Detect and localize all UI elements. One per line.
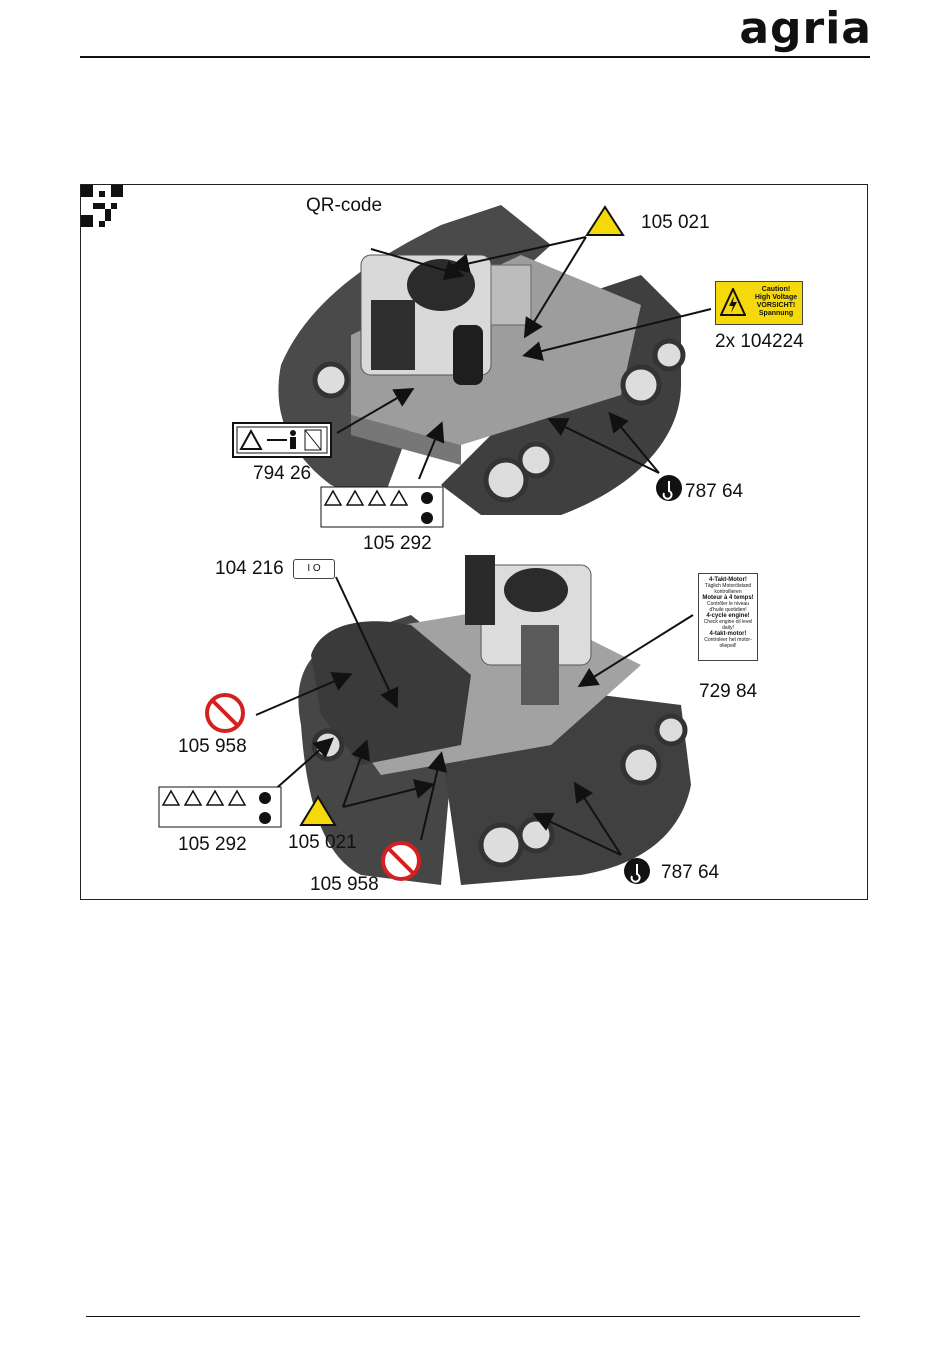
footer-rule bbox=[86, 1316, 860, 1317]
four-stroke-line-3: kontrollieren bbox=[714, 589, 742, 595]
four-stroke-line-9: daily! bbox=[722, 625, 734, 631]
caution-line-4: Spannung bbox=[758, 310, 794, 317]
four-stroke-line-7: 4-cycle engine! bbox=[706, 613, 750, 619]
hand-crush-warning-icon bbox=[299, 205, 625, 826]
caution-line-2: High Voltage bbox=[754, 294, 798, 301]
machine-top-view bbox=[278, 205, 686, 515]
label-qr-code: QR-code bbox=[306, 195, 383, 216]
four-stroke-line-11: Controleer het motor- bbox=[704, 637, 752, 643]
decal-placement-figure: Caution! High Voltage VORSICHT! Spannung… bbox=[80, 184, 868, 900]
qr-code-icon bbox=[81, 185, 123, 227]
four-stroke-line-12: oliepeil! bbox=[719, 643, 737, 649]
label-105958-bottom: 105 958 bbox=[310, 874, 379, 895]
four-stroke-line-10: 4-takt-motor! bbox=[709, 631, 747, 637]
machine-bottom-view bbox=[298, 555, 691, 885]
machine-illustration bbox=[158, 205, 712, 885]
switch-sticker: I O bbox=[293, 559, 335, 579]
label-78764-top: 787 64 bbox=[685, 481, 744, 502]
label-79426: 794 26 bbox=[253, 463, 312, 484]
label-105958-left: 105 958 bbox=[178, 736, 247, 757]
label-105292-bottom: 105 292 bbox=[178, 834, 247, 855]
four-stroke-line-5: Contrôler le niveau bbox=[707, 601, 749, 607]
leader-lines bbox=[255, 236, 712, 856]
label-105021-top: 105 021 bbox=[641, 212, 710, 233]
high-voltage-icon bbox=[720, 288, 746, 316]
four-stroke-line-6: d'huile quotidien! bbox=[709, 607, 747, 613]
four-stroke-line-1: 4-Takt-Motor! bbox=[709, 577, 747, 583]
label-105292-top: 105 292 bbox=[363, 533, 432, 554]
label-78764-bottom: 787 64 bbox=[661, 862, 720, 883]
four-stroke-line-4: Moteur à 4 temps! bbox=[702, 595, 754, 601]
label-104216: 104 216 bbox=[215, 558, 284, 579]
label-72984: 729 84 bbox=[699, 681, 758, 702]
four-stroke-line-8: Check engine oil level bbox=[703, 619, 753, 625]
label-104224: 2x 104224 bbox=[715, 331, 804, 352]
four-stroke-sticker: 4-Takt-Motor! Täglich Motorölstand kontr… bbox=[698, 573, 758, 661]
four-stroke-line-2: Täglich Motorölstand bbox=[704, 583, 752, 589]
caution-line-1: Caution! bbox=[761, 286, 791, 293]
header-rule bbox=[80, 56, 870, 58]
high-voltage-sticker: Caution! High Voltage VORSICHT! Spannung bbox=[715, 281, 803, 325]
brand-logo: agria bbox=[739, 3, 872, 54]
caution-line-3: VORSICHT! bbox=[756, 302, 796, 309]
no-spray-icon bbox=[205, 693, 421, 881]
safety-pictogram-strip bbox=[158, 486, 444, 828]
lifting-point-icon bbox=[624, 475, 682, 884]
distance-warning-sticker bbox=[232, 422, 332, 458]
label-105021-bottom: 105 021 bbox=[288, 832, 357, 853]
